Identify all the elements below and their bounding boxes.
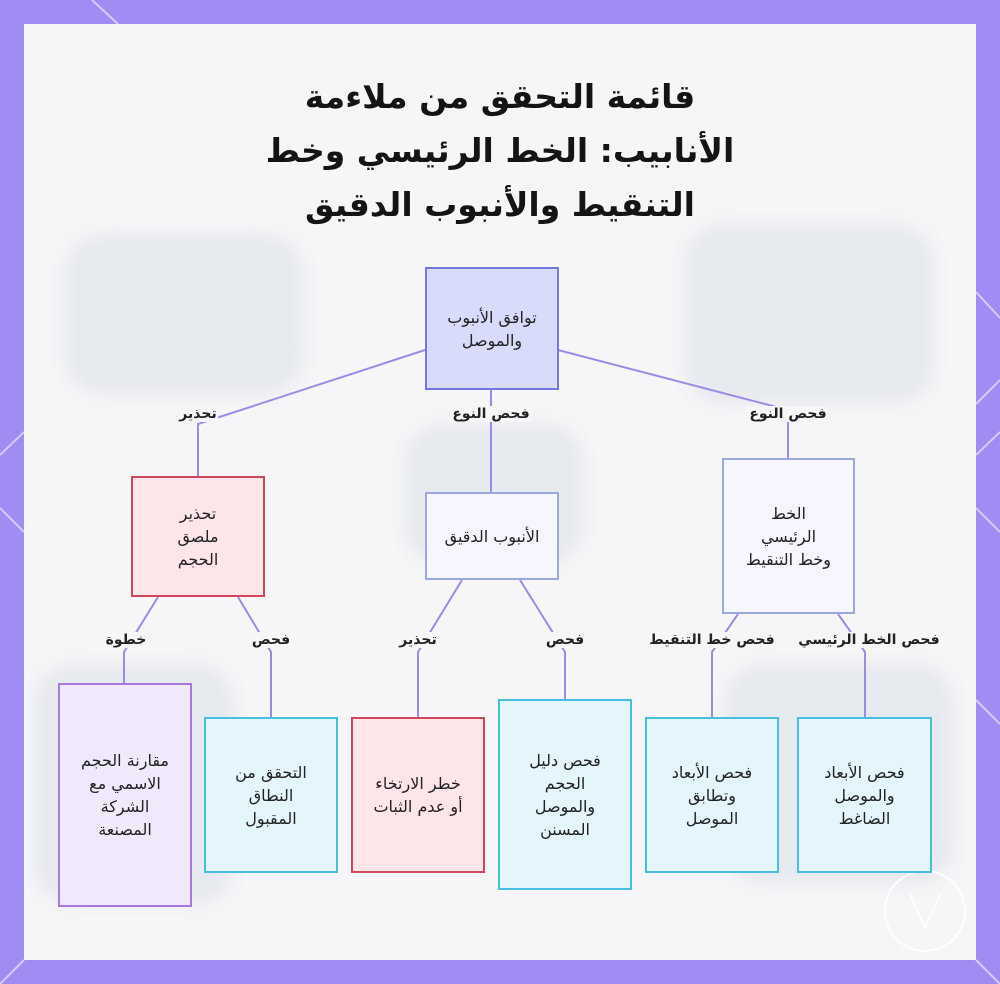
node-loosening-risk: خطر الارتخاء أو عدم الثبات: [351, 717, 485, 873]
node-check-main: فحص الأبعاد والموصل الضاغط: [797, 717, 932, 873]
edge-label-type-check: فحص النوع: [450, 406, 532, 422]
page-title: قائمة التحقق من ملاءمة الأنابيب: الخط ال…: [0, 70, 1000, 232]
edge-label-main-line-check: فحص الخط الرئيسي: [796, 632, 942, 648]
node-verify-range: التحقق من النطاق المقبول: [204, 717, 338, 873]
edge-root-warn: [197, 349, 426, 476]
node-main-drip: الخط الرئيسي وخط التنقيط: [722, 458, 855, 614]
node-check-drip: فحص الأبعاد وتطابق الموصل: [645, 717, 779, 873]
title-line: قائمة التحقق من ملاءمة: [304, 77, 696, 116]
edge-warn-compare: [123, 596, 159, 683]
edge-label-drip-line-check: فحص خط التنقيط: [647, 632, 777, 648]
edge-label-warning: تحذير: [177, 406, 219, 422]
edge-label-type-check: فحص النوع: [747, 406, 829, 422]
edge-main-checkmain: [837, 613, 866, 717]
title-line: التنقيط والأنبوب الدقيق: [305, 185, 695, 224]
edge-label-warning: تحذير: [397, 632, 439, 648]
edge-main-checkdrip: [711, 613, 739, 717]
edge-label-step: خطوة: [103, 632, 149, 648]
edge-micro-guide: [519, 579, 566, 699]
node-compare-size: مقارنة الحجم الاسمي مع الشركة المصنعة: [58, 683, 192, 907]
title-line: الأنابيب: الخط الرئيسي وخط: [265, 131, 735, 170]
node-check-size-guide: فحص دليل الحجم والموصل المسنن: [498, 699, 632, 890]
background-blur: [684, 224, 934, 404]
node-root: توافق الأنبوب والموصل: [425, 267, 559, 390]
edge-warn-verify: [237, 596, 272, 717]
edge-label-check: فحص: [543, 632, 587, 648]
edge-micro-risk: [417, 579, 463, 717]
edge-label-check: فحص: [249, 632, 293, 648]
node-size-label-warning: تحذير ملصق الحجم: [131, 476, 265, 597]
node-micro-tube: الأنبوب الدقيق: [425, 492, 559, 580]
edge-root-main: [557, 349, 789, 458]
background-blur: [64, 234, 304, 394]
